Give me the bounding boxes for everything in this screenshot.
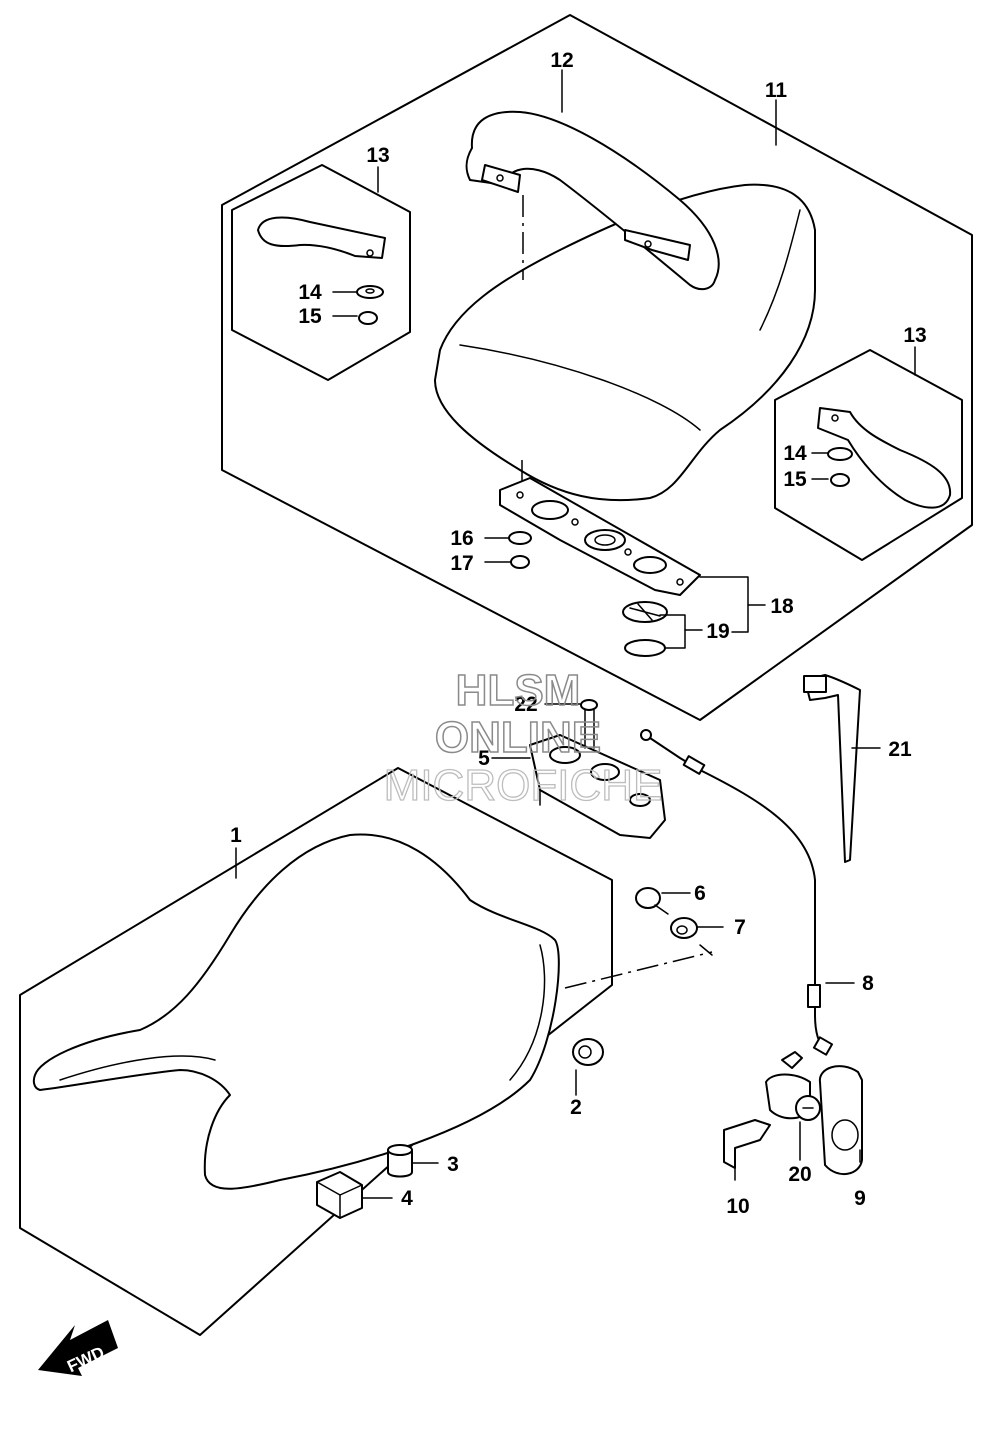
bolt-6 — [635, 887, 669, 915]
callout-10: 10 — [726, 1195, 749, 1218]
right-grab-bracket-detail-boundary — [774, 349, 963, 561]
seat-base-plate — [499, 477, 701, 596]
callout-5: 5 — [478, 747, 490, 770]
seat-lock-5 — [529, 734, 666, 839]
callout-labels: 12 11 13 14 15 13 14 15 16 17 18 19 22 5… — [230, 49, 927, 1218]
callout-13-right: 13 — [903, 324, 926, 347]
cable-strap-21 — [803, 674, 861, 863]
callout-17: 17 — [450, 552, 473, 575]
cushion-block-4 — [316, 1171, 363, 1219]
callout-2: 2 — [570, 1096, 582, 1119]
left-grab-bracket-detail-boundary — [231, 164, 411, 381]
watermark-line-2: ONLINE — [435, 713, 601, 762]
watermark-line-1: HLSM — [456, 666, 581, 715]
seat-cushion-rubber-19 — [622, 601, 668, 657]
callout-9: 9 — [854, 1187, 866, 1210]
screw-22 — [580, 699, 598, 749]
seat-lock-bracket-9 — [818, 1065, 863, 1175]
watermark: HLSM ONLINE MICROFICHE — [383, 665, 663, 810]
watermark-line-3: MICROFICHE — [384, 761, 663, 810]
callout-20: 20 — [788, 1163, 811, 1186]
callout-7: 7 — [734, 916, 746, 939]
grab-rail — [465, 110, 720, 291]
callout-11: 11 — [765, 79, 788, 102]
callout-15-right: 15 — [783, 468, 807, 491]
callout-6: 6 — [694, 882, 706, 905]
seat-lock-cable-8 — [640, 729, 834, 1056]
nut-17 — [510, 555, 530, 569]
callout-14-right: 14 — [783, 442, 807, 465]
rubber-cushion-3 — [387, 1144, 413, 1178]
forward-direction-arrow: FWD — [38, 1320, 118, 1376]
rear-seat-assembly-boundary — [221, 14, 973, 721]
callout-18: 18 — [770, 595, 794, 618]
clip-10 — [723, 1119, 771, 1169]
callout-22: 22 — [514, 693, 537, 716]
callout-12: 12 — [550, 49, 573, 72]
seat-key-cylinder-20 — [765, 1051, 821, 1121]
front-seat-assembly-boundary — [19, 767, 613, 1336]
washer-16 — [508, 531, 532, 545]
callout-21: 21 — [888, 738, 912, 761]
callout-15-left: 15 — [298, 305, 322, 328]
nut-7 — [670, 917, 698, 939]
callout-8: 8 — [862, 972, 874, 995]
grommet-2 — [572, 1038, 604, 1066]
callout-16: 16 — [450, 527, 473, 550]
callout-13-left: 13 — [366, 144, 389, 167]
callout-1: 1 — [230, 824, 242, 847]
front-seat-cushion — [32, 833, 560, 1190]
leader-lines — [235, 69, 916, 1199]
callout-3: 3 — [447, 1153, 459, 1176]
rear-seat-cushion — [434, 183, 816, 502]
callout-4: 4 — [401, 1187, 413, 1210]
callout-19: 19 — [706, 620, 729, 643]
right-grab-bracket — [817, 407, 952, 509]
seat-lock-alignment-line — [564, 951, 713, 989]
callout-14-left: 14 — [298, 281, 322, 304]
